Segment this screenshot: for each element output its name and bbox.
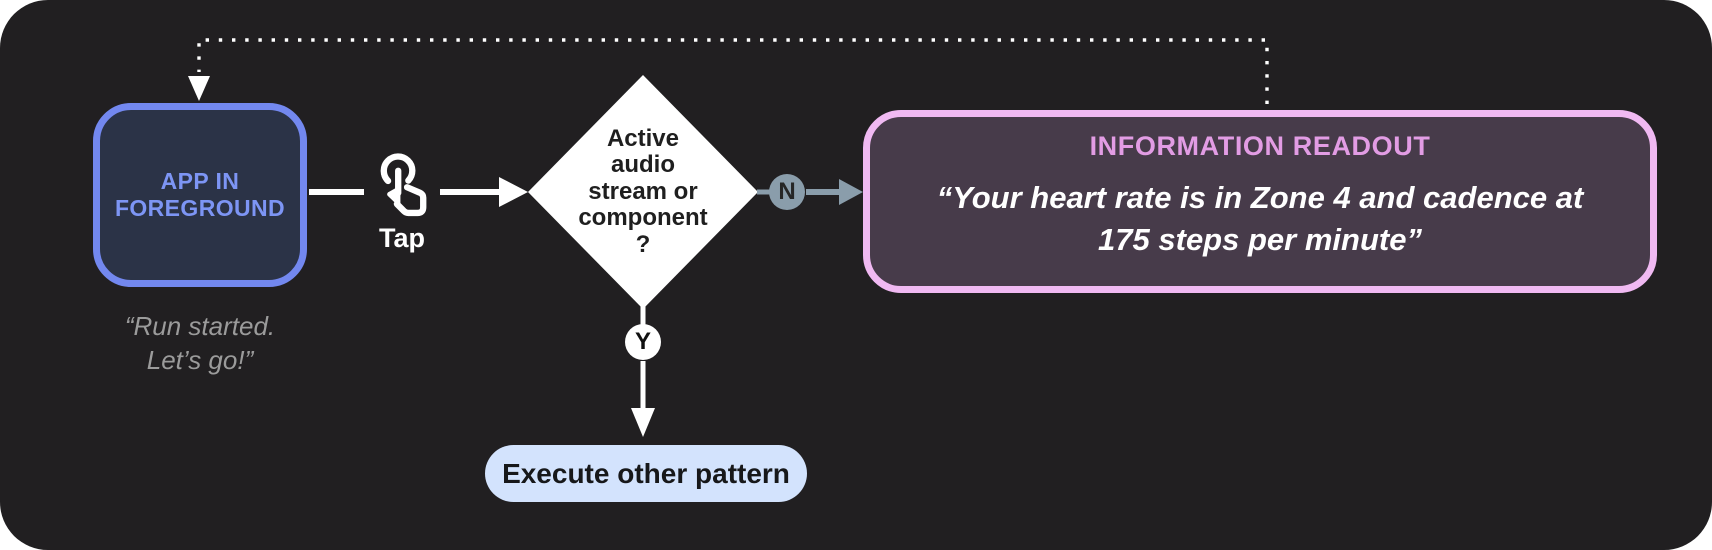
run-started-caption: “Run started. Let’s go!”: [124, 311, 276, 375]
app-in-foreground-node: APP IN FOREGROUND: [93, 103, 307, 287]
branch-yes-badge: Y: [625, 324, 661, 360]
decision-label: Active audio stream or component ?: [578, 125, 708, 258]
information-readout-title: INFORMATION READOUT: [1089, 131, 1431, 161]
information-readout-quote: “Your heart rate is in Zone 4 and cadenc…: [936, 180, 1584, 258]
yes-to-execute-arrowhead-icon: [631, 408, 655, 437]
decision-diamond-shape: [528, 75, 758, 309]
tap-label: Tap: [379, 223, 425, 253]
no-to-readout-arrowhead-icon: [839, 179, 863, 205]
execute-other-pattern-node: Execute other pattern: [485, 445, 807, 502]
feedback-loop-arrowhead-icon: [188, 76, 210, 101]
app-in-foreground-label: APP IN FOREGROUND: [114, 168, 286, 221]
decision-node: Active audio stream or component ?: [543, 105, 743, 279]
gesture-tap-icon: [380, 153, 427, 217]
tap-to-decision-arrowhead-icon: [499, 177, 528, 207]
branch-no-badge: N: [769, 174, 805, 210]
information-readout-node: INFORMATION READOUT “Your heart rate is …: [863, 110, 1657, 293]
execute-other-pattern-label: Execute other pattern: [502, 457, 790, 489]
feedback-loop-dotted-connector: [197, 38, 1269, 104]
